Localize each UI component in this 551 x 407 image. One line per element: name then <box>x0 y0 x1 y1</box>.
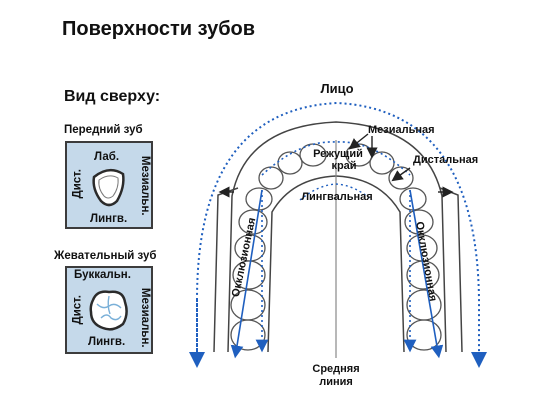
top-view-label: Вид сверху: <box>64 88 161 105</box>
midline-label-2: линия <box>319 376 353 388</box>
distal-label: Дистальная <box>413 154 478 166</box>
incisal-edge-label-1: Режущий <box>313 148 363 160</box>
arch-outer-outline <box>227 121 447 353</box>
distal-pointer <box>391 167 411 182</box>
occlusal-right-arrow <box>409 189 444 359</box>
molar-tooth-icon <box>89 290 128 331</box>
front-tooth-panel <box>65 141 153 229</box>
chewing-tooth-lingual-label: Лингв. <box>88 336 126 348</box>
front-tooth-labial-label: Лаб. <box>94 151 120 163</box>
chewing-tooth-caption: Жевательный зуб <box>54 250 157 262</box>
page-title: Поверхности зубов <box>62 18 256 40</box>
front-tooth-icon <box>92 168 125 207</box>
mesial-label: Мезиальная <box>368 124 435 136</box>
chewing-tooth-buccal-label: Буккальн. <box>74 269 131 281</box>
front-tooth-lingual-label: Лингв. <box>90 213 128 225</box>
midline-label-1: Средняя <box>312 363 359 375</box>
chewing-tooth-panel <box>65 266 153 354</box>
face-label: Лицо <box>320 81 353 96</box>
incisal-edge-label-2: край <box>331 160 356 172</box>
occlusal-left-arrow <box>230 189 263 359</box>
arch-frame-left <box>213 187 239 353</box>
front-tooth-caption: Передний зуб <box>64 124 143 136</box>
mesial-pointer-1 <box>348 133 369 150</box>
occlusal-left-label: Окклюзионная <box>230 217 259 299</box>
lingual-label: Лингвальная <box>301 191 372 203</box>
